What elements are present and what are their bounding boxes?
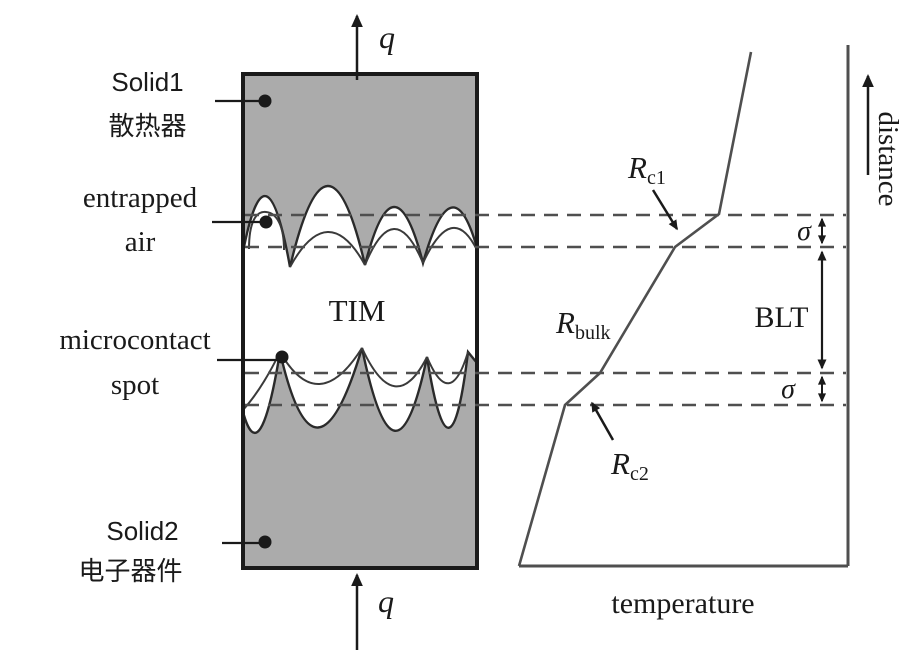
sigma-upper-label: σ [797,216,811,247]
rc1-pointer-arrow [651,189,679,231]
entrapped-air-line1: entrapped [82,182,198,214]
solid1-dot [258,94,272,108]
solid1-label: Solid1 [111,67,184,97]
entrapped-air-line2: air [124,226,156,258]
blt-label: BLT [754,301,809,334]
microcontact-line2: spot [110,369,160,401]
solid1-rough-surface [241,184,479,268]
rbulk-base: R [556,305,575,340]
solid2-label: Solid2 [106,516,179,546]
solid2-body [243,348,477,568]
temperature-profile-curve [517,51,753,567]
heat-flux-label-top: q [379,19,395,55]
dashed-reference-lines [245,213,846,407]
microcontact-dot [275,350,289,364]
block-outline [241,72,479,570]
rbulk-label: Rbulk [556,305,611,345]
solid1-chinese-label: 散热器 [108,111,187,141]
rc1-subscript: c1 [646,167,666,189]
tim-label: TIM [328,293,386,328]
entrapped-air-dot [259,215,273,229]
rbulk-subscript: bulk [574,322,611,344]
sigma-lower-label: σ [781,374,795,405]
solid2-rough-surface [241,347,478,434]
rc2-label: Rc2 [611,446,649,486]
entrapped-air-label: entrapped air [50,176,230,264]
solid2-dot [258,535,272,549]
solid1-body [243,74,477,267]
microcontact-line1: microcontact [59,324,211,356]
leader-dots [258,94,289,549]
distance-axis-label: distance [872,111,904,207]
rc2-base: R [611,446,630,481]
upper-meniscus-arcs [248,210,478,268]
rc1-base: R [628,150,647,185]
microcontact-spot-label: microcontact spot [25,318,245,408]
heat-flux-label-bottom: q [378,583,394,619]
rc2-subscript: c2 [629,463,649,485]
rc2-pointer-arrow [590,401,615,441]
solid2-chinese-label: 电子器件 [78,556,183,586]
temperature-axis-label: temperature [611,587,755,620]
rc1-label: Rc1 [628,150,666,190]
